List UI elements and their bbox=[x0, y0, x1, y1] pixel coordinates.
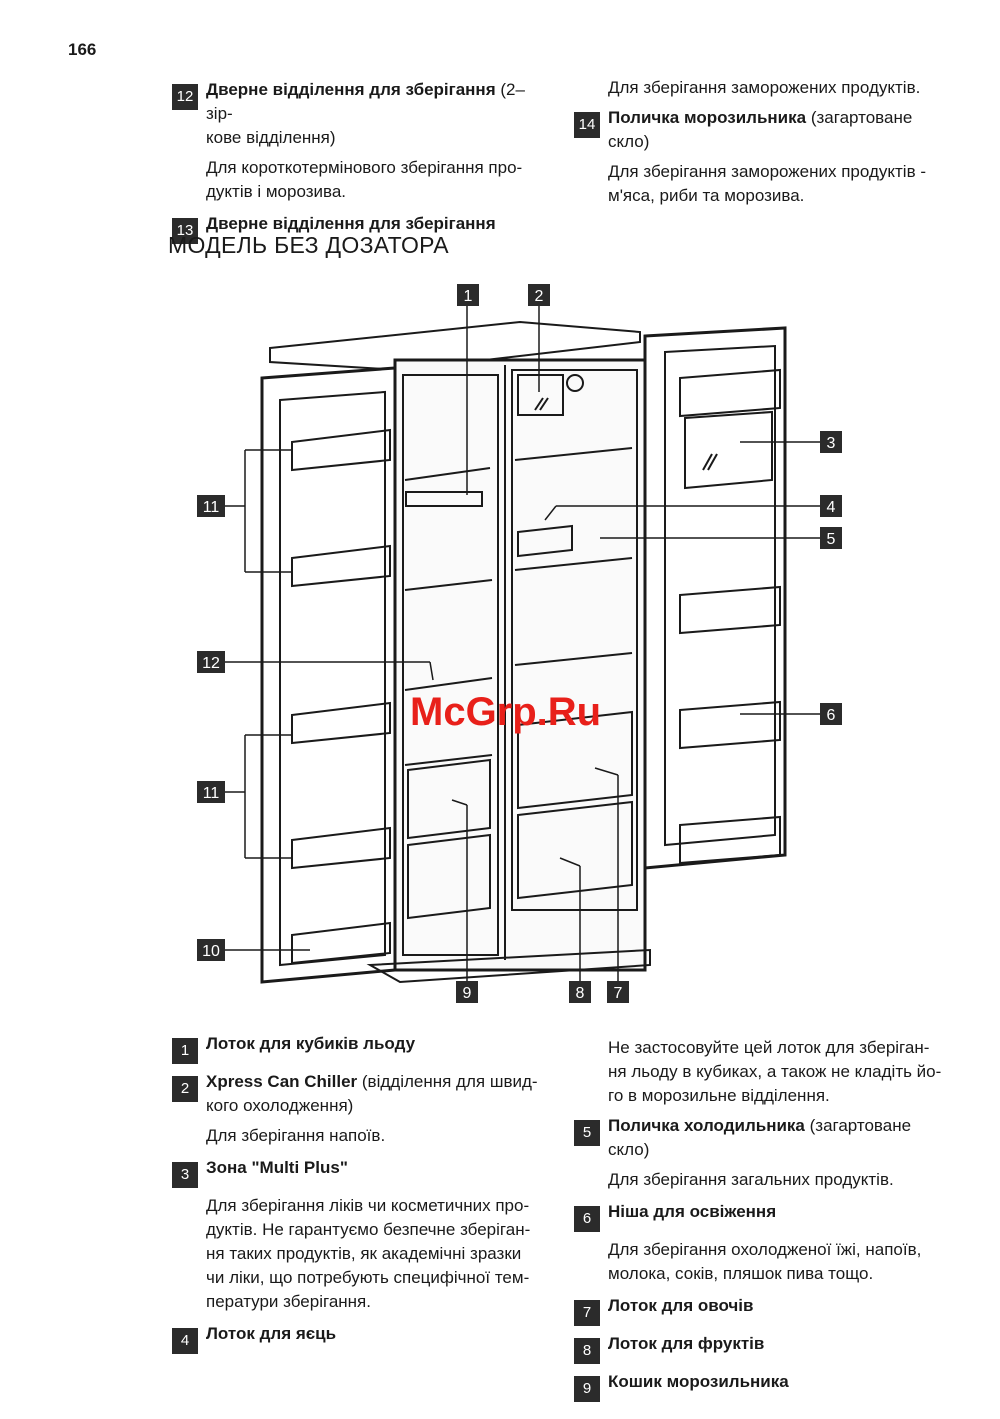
diagram-label: 2 bbox=[528, 284, 550, 306]
item-title: Зона "Multi Plus" bbox=[206, 1158, 348, 1177]
list-item: 7 Лоток для овочів bbox=[574, 1294, 954, 1326]
list-item: 6 Ніша для освіження bbox=[574, 1200, 954, 1232]
diagram-label: 11 bbox=[197, 495, 225, 517]
item-description: Для зберігання загальних продуктів. bbox=[608, 1170, 894, 1189]
lead-text: Не застосовуйте цей лоток для зберіган- … bbox=[608, 1038, 942, 1105]
item-description: Для зберігання охолодженої їжі, напоїв, … bbox=[608, 1240, 922, 1283]
item-description: Для зберігання ліків чи косметичних про-… bbox=[206, 1196, 531, 1311]
list-item: 1 Лоток для кубиків льоду bbox=[172, 1032, 552, 1064]
diagram-label: 8 bbox=[569, 981, 591, 1003]
list-item: 2 Xpress Can Chiller (відділення для шви… bbox=[172, 1070, 552, 1118]
svg-text:10: 10 bbox=[202, 943, 220, 960]
page-number: 166 bbox=[68, 40, 97, 59]
item-number: 5 bbox=[574, 1120, 600, 1146]
item-title: Поличка холодильника bbox=[608, 1116, 805, 1135]
svg-text:11: 11 bbox=[203, 785, 220, 802]
item-number: 14 bbox=[574, 112, 600, 138]
list-item: 13 Дверне відділення для зберігання bbox=[172, 212, 542, 244]
svg-text:1: 1 bbox=[464, 288, 473, 305]
lead-text: Для зберігання заморожених продуктів. bbox=[608, 78, 921, 97]
item-number: 4 bbox=[172, 1328, 198, 1354]
svg-text:12: 12 bbox=[202, 655, 220, 672]
item-number: 12 bbox=[172, 84, 198, 110]
diagram-label: 6 bbox=[820, 703, 842, 725]
diagram-label: 4 bbox=[820, 495, 842, 517]
diagram-label: 9 bbox=[456, 981, 478, 1003]
svg-text:6: 6 bbox=[827, 707, 836, 724]
list-item: 4 Лоток для яєць bbox=[172, 1322, 552, 1354]
list-item: 12 Дверне відділення для зберігання (2–з… bbox=[172, 78, 542, 150]
item-number: 9 bbox=[574, 1376, 600, 1402]
item-title: Ніша для освіження bbox=[608, 1202, 777, 1221]
item-number: 6 bbox=[574, 1206, 600, 1232]
bottom-right-column: Не застосовуйте цей лоток для зберіган- … bbox=[574, 1036, 954, 1408]
item-description: Для короткотермінового зберігання про- д… bbox=[206, 158, 523, 201]
section-title: МОДЕЛЬ БЕЗ ДОЗАТОРА bbox=[168, 232, 449, 258]
diagram-label: 10 bbox=[197, 939, 225, 961]
item-suffix: (2–зір- bbox=[206, 80, 525, 123]
svg-text:5: 5 bbox=[827, 531, 836, 548]
bottom-left-column: 1 Лоток для кубиків льоду 2 Xpress Can C… bbox=[172, 1032, 552, 1360]
list-item: 5 Поличка холодильника (загартоване скло… bbox=[574, 1114, 954, 1162]
svg-text:11: 11 bbox=[203, 499, 220, 516]
svg-text:4: 4 bbox=[827, 499, 836, 516]
diagram-label: 11 bbox=[197, 781, 225, 803]
item-number: 1 bbox=[172, 1038, 198, 1064]
item-number: 3 bbox=[172, 1162, 198, 1188]
svg-text:7: 7 bbox=[614, 985, 623, 1002]
svg-text:8: 8 bbox=[576, 985, 585, 1002]
diagram-label: 1 bbox=[457, 284, 479, 306]
fridge-diagram: 1 2 3 4 5 6 7 8 9 10 11 11 12 McGrp.Ru bbox=[197, 284, 842, 1003]
list-item: 8 Лоток для фруктів bbox=[574, 1332, 954, 1364]
list-item: 3 Зона "Multi Plus" bbox=[172, 1156, 552, 1188]
top-right-column: Для зберігання заморожених продуктів. 14… bbox=[574, 76, 944, 216]
diagram-label: 12 bbox=[197, 651, 225, 673]
list-item: 9 Кошик морозильника bbox=[574, 1370, 954, 1402]
item-title: Кошик морозильника bbox=[608, 1372, 789, 1391]
item-number: 7 bbox=[574, 1300, 600, 1326]
item-number: 2 bbox=[172, 1076, 198, 1102]
svg-text:3: 3 bbox=[827, 435, 836, 452]
svg-text:9: 9 bbox=[463, 985, 472, 1002]
item-title: Xpress Can Chiller bbox=[206, 1072, 358, 1091]
svg-text:2: 2 bbox=[535, 288, 544, 305]
item-title: Дверне відділення для зберігання bbox=[206, 80, 496, 99]
item-number: 8 bbox=[574, 1338, 600, 1364]
list-item: 14 Поличка морозильника (загартоване скл… bbox=[574, 106, 944, 154]
item-title: Лоток для овочів bbox=[608, 1296, 754, 1315]
item-title: Лоток для фруктів bbox=[608, 1334, 765, 1353]
item-line2: кове відділення) bbox=[206, 128, 336, 147]
item-title: Дверне відділення для зберігання bbox=[206, 214, 496, 233]
item-title: Поличка морозильника bbox=[608, 108, 807, 127]
item-description: Для зберігання заморожених продуктів - м… bbox=[608, 162, 926, 205]
diagram-label: 7 bbox=[607, 981, 629, 1003]
item-description: Для зберігання напоїв. bbox=[206, 1126, 386, 1145]
top-left-column: 12 Дверне відділення для зберігання (2–з… bbox=[172, 78, 542, 250]
diagram-label: 3 bbox=[820, 431, 842, 453]
item-number: 13 bbox=[172, 218, 198, 244]
watermark: McGrp.Ru bbox=[410, 690, 601, 734]
item-title: Лоток для яєць bbox=[206, 1324, 337, 1343]
item-title: Лоток для кубиків льоду bbox=[206, 1034, 416, 1053]
diagram-label: 5 bbox=[820, 527, 842, 549]
